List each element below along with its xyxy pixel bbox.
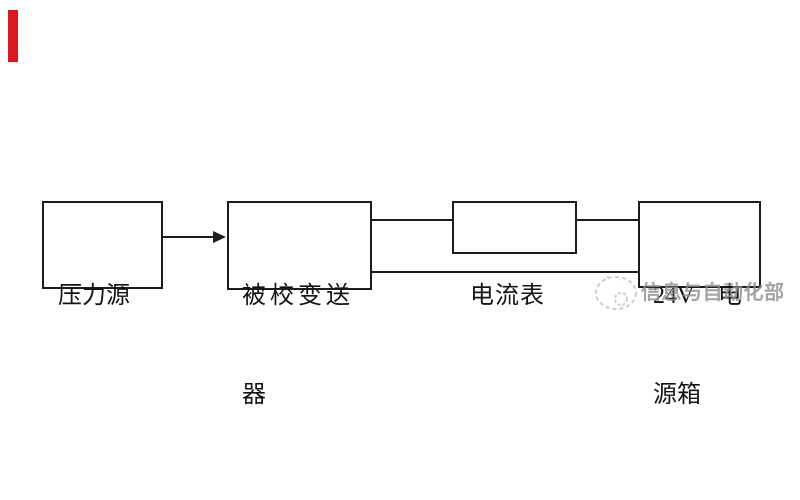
node-ammeter: 电流表 bbox=[452, 201, 577, 309]
node-label-line2: 器 bbox=[242, 382, 266, 408]
watermark-text: 信息与自动化部 bbox=[641, 282, 785, 304]
sketch-circle-logo-icon bbox=[595, 275, 637, 310]
node-label-line1: 被校变送 bbox=[242, 283, 354, 309]
node-label-line1: 24V 电 bbox=[653, 283, 742, 309]
node-calibrated-transmitter: 被校变送 器 bbox=[227, 201, 372, 408]
arrowhead-icon bbox=[213, 231, 226, 243]
node-power-supply-box: 24V 电 源箱 bbox=[638, 201, 761, 408]
arrow-connector bbox=[163, 231, 226, 243]
node-label-line2: 源箱 bbox=[653, 382, 701, 408]
red-accent-bar bbox=[8, 10, 18, 62]
node-pressure-source: 压力源 bbox=[42, 201, 163, 309]
node-label: 电流表 bbox=[470, 283, 545, 309]
node-label: 压力源 bbox=[58, 283, 130, 309]
